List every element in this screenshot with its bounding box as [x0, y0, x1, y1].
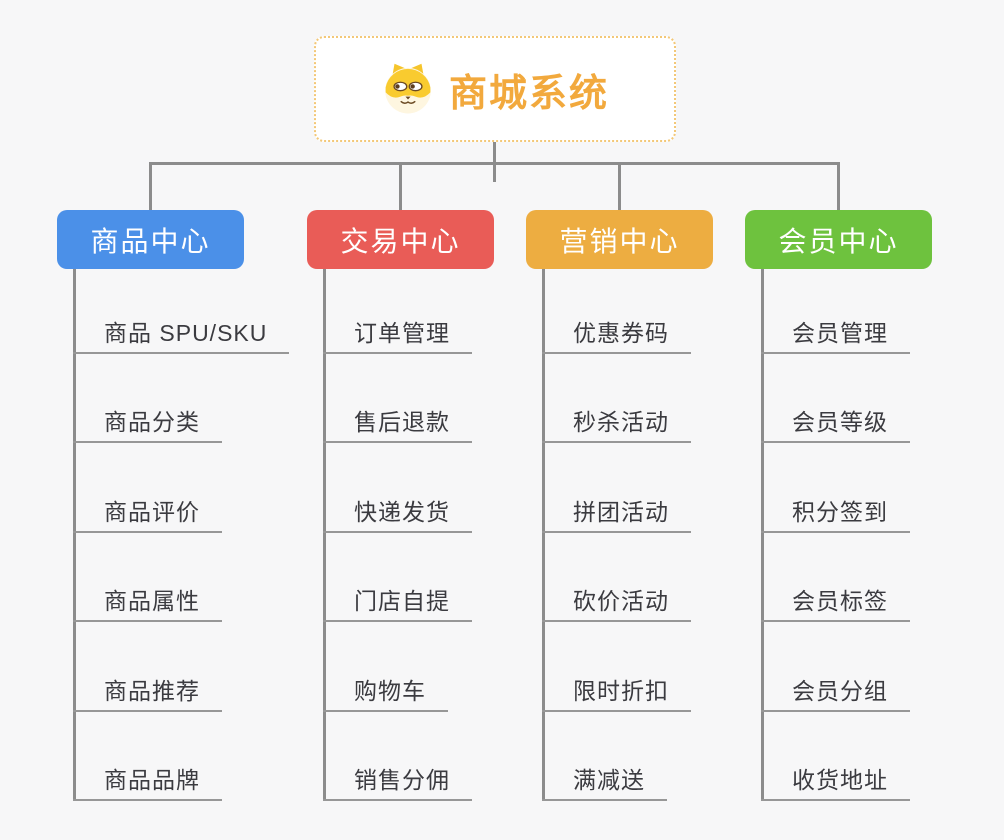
leaf-item[interactable]: 砍价活动: [542, 586, 691, 622]
branch-column-trade: 订单管理 售后退款 快递发货 门店自提 购物车 销售分佣: [323, 269, 472, 801]
leaf-item[interactable]: 商品品牌: [73, 765, 222, 801]
leaf-item[interactable]: 商品 SPU/SKU: [73, 318, 290, 354]
leaf-item[interactable]: 售后退款: [323, 407, 472, 443]
connector-drop-trade: [399, 164, 402, 211]
branch-node-member-center[interactable]: 会员中心: [745, 210, 932, 269]
leaf-item[interactable]: 积分签到: [761, 497, 910, 533]
leaf-item[interactable]: 商品评价: [73, 497, 222, 533]
leaf-item[interactable]: 优惠券码: [542, 318, 691, 354]
dog-icon: [385, 63, 431, 114]
leaf-item[interactable]: 会员管理: [761, 318, 910, 354]
leaf-item[interactable]: 订单管理: [323, 318, 472, 354]
leaf-item[interactable]: 满减送: [542, 765, 667, 801]
branch-column-marketing: 优惠券码 秒杀活动 拼团活动 砍价活动 限时折扣 满减送: [542, 269, 691, 801]
branch-node-marketing-center[interactable]: 营销中心: [526, 210, 713, 269]
leaf-item[interactable]: 秒杀活动: [542, 407, 691, 443]
leaf-item[interactable]: 购物车: [323, 676, 448, 712]
connector-bus: [149, 162, 840, 165]
root-node[interactable]: 商城系统: [314, 36, 676, 142]
leaf-item[interactable]: 商品推荐: [73, 676, 222, 712]
branch-node-product-center[interactable]: 商品中心: [57, 210, 244, 269]
leaf-item[interactable]: 门店自提: [323, 586, 472, 622]
leaf-item[interactable]: 会员等级: [761, 407, 910, 443]
leaf-item[interactable]: 拼团活动: [542, 497, 691, 533]
branch-column-product: 商品 SPU/SKU 商品分类 商品评价 商品属性 商品推荐 商品品牌: [73, 269, 290, 801]
leaf-item[interactable]: 商品分类: [73, 407, 222, 443]
leaf-item[interactable]: 会员分组: [761, 676, 910, 712]
leaf-item[interactable]: 收货地址: [761, 765, 910, 801]
connector-drop-member: [837, 164, 840, 211]
branch-column-member: 会员管理 会员等级 积分签到 会员标签 会员分组 收货地址: [761, 269, 910, 801]
leaf-item[interactable]: 限时折扣: [542, 676, 691, 712]
leaf-item[interactable]: 销售分佣: [323, 765, 472, 801]
root-title: 商城系统: [448, 72, 609, 115]
leaf-item[interactable]: 快递发货: [323, 497, 472, 533]
branch-node-trade-center[interactable]: 交易中心: [307, 210, 494, 269]
connector-drop-product: [149, 164, 152, 211]
connector-drop-marketing: [618, 164, 621, 211]
leaf-item[interactable]: 商品属性: [73, 586, 222, 622]
leaf-item[interactable]: 会员标签: [761, 586, 910, 622]
